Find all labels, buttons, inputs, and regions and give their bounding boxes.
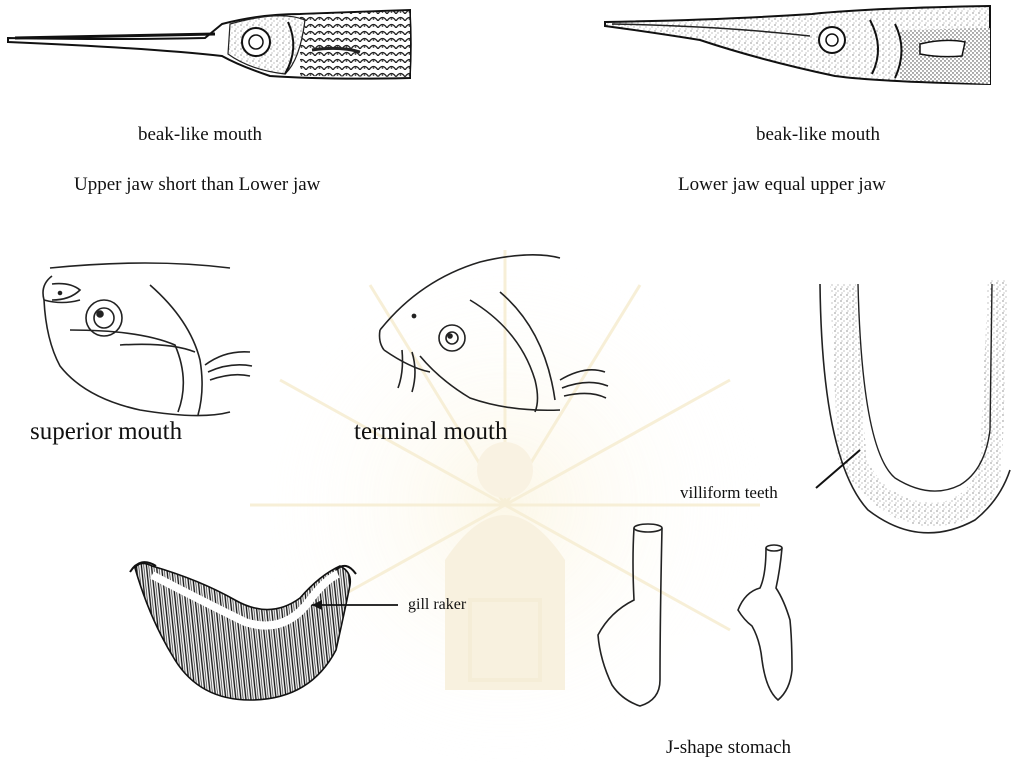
caption-villiform-teeth: villiform teeth bbox=[680, 483, 778, 503]
villiform-teeth-drawing bbox=[816, 280, 1010, 533]
caption-top-right-jaw: Lower jaw equal upper jaw bbox=[678, 174, 886, 196]
caption-top-left-jaw: Upper jaw short than Lower jaw bbox=[74, 174, 320, 196]
caption-superior-mouth: superior mouth bbox=[30, 418, 182, 446]
caption-top-left-mouth: beak-like mouth bbox=[138, 124, 262, 146]
caption-top-right-mouth: beak-like mouth bbox=[756, 124, 880, 146]
caption-terminal-mouth: terminal mouth bbox=[354, 418, 507, 446]
superior-mouth-fish-head bbox=[43, 263, 252, 416]
caption-j-shape-stomach: J-shape stomach bbox=[666, 737, 791, 759]
caption-gill-raker: gill raker bbox=[408, 596, 466, 614]
needlefish-drawing bbox=[605, 6, 990, 84]
halfbeak-fish-drawing bbox=[8, 10, 411, 79]
watermark-seal bbox=[245, 245, 765, 763]
